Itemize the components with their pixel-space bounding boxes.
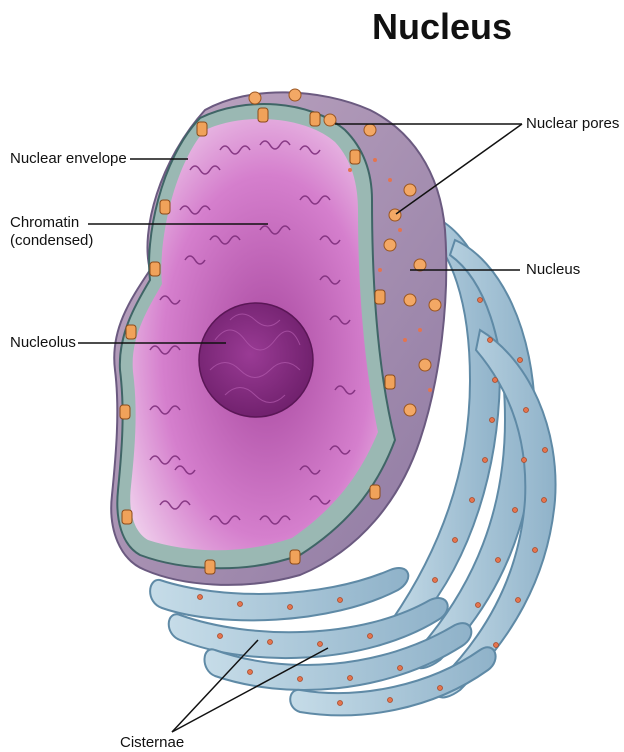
label-chromatin: Chromatin <box>10 214 79 232</box>
label-chromatin-condensed: (condensed) <box>10 232 93 250</box>
nucleolus <box>199 303 313 417</box>
diagram-title: Nucleus <box>372 6 512 48</box>
label-nuclear-pores: Nuclear pores <box>526 115 619 133</box>
label-nucleolus: Nucleolus <box>10 334 76 352</box>
label-nucleus: Nucleus <box>526 261 580 279</box>
label-nuclear-envelope: Nuclear envelope <box>10 150 127 168</box>
label-cisternae: Cisternae <box>120 734 184 752</box>
